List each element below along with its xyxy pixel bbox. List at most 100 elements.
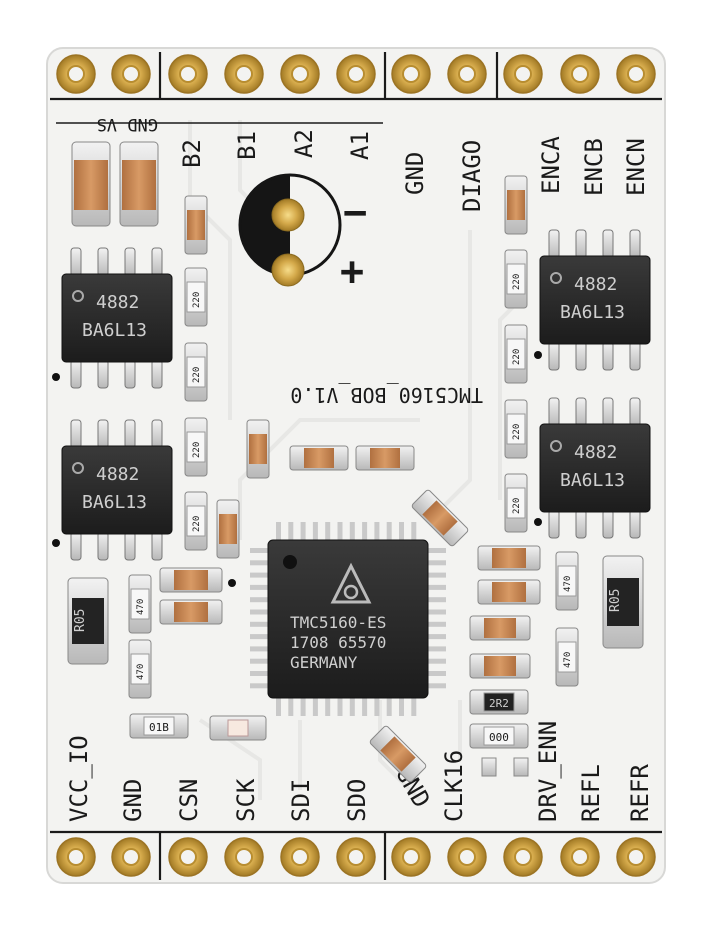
top-header-pad [280, 54, 320, 94]
smd-capacitor [469, 615, 531, 641]
smd-resistor: 220 [504, 249, 528, 309]
resistor-code: 01B [149, 721, 169, 734]
bottom-header-pad [616, 837, 656, 877]
bottom-header-pad [336, 837, 376, 877]
smd-resistor: 220 [504, 324, 528, 384]
smd-capacitor [184, 195, 208, 255]
top-label-gnd: GND [401, 152, 429, 195]
plus-symbol: + [340, 249, 364, 295]
smd-resistor: 220 [184, 417, 208, 477]
smd-capacitor [411, 489, 469, 547]
sense-r-left-code: R05 [73, 609, 88, 632]
smd-capacitor [246, 419, 270, 479]
resistor-code: 220 [512, 424, 522, 440]
smd-resistor: 470 [555, 627, 579, 687]
top-header-pad [560, 54, 600, 94]
smd-resistor: 220 [504, 473, 528, 533]
smd-resistor: 220 [184, 491, 208, 551]
test-pad [481, 757, 497, 777]
minus-symbol: − [343, 190, 367, 236]
top-header-pad [168, 54, 208, 94]
bottom-label-refr: REFR [626, 764, 654, 822]
mosfet-marking-line2: BA6L13 [82, 492, 147, 513]
top-header-pad [391, 54, 431, 94]
top-header-pad [224, 54, 264, 94]
smd-resistor: 000 [469, 723, 529, 749]
mosfet-marking-line2: BA6L13 [560, 470, 625, 491]
smd-capacitor [477, 545, 541, 571]
mosfet-marking-line1: 4882 [574, 442, 617, 463]
top-header-pad [616, 54, 656, 94]
mosfet-marking-line2: BA6L13 [82, 320, 147, 341]
resistor-code: 220 [192, 367, 202, 383]
bottom-header-pad [560, 837, 600, 877]
resistor-code: 470 [136, 599, 146, 615]
bottom-header-pad [391, 837, 431, 877]
resistor-code: 220 [192, 292, 202, 308]
resistor-code: 220 [512, 274, 522, 290]
bottom-label-sck: SCK [232, 778, 260, 822]
smd-components: 220 220 220 220 220 220 220 220 470 470 470 470 2R2 0… [128, 175, 579, 783]
resistor-code: 000 [489, 731, 509, 744]
mosfet-marking-line1: 4882 [574, 274, 617, 295]
smd-capacitor [159, 567, 223, 593]
top-label-encb: ENCB [580, 138, 608, 196]
test-pad [513, 757, 529, 777]
top-header-pad [111, 54, 151, 94]
smd-resistor: 220 [504, 399, 528, 459]
top-label-enca: ENCA [537, 136, 565, 194]
smd-resistor: 470 [128, 574, 152, 634]
smd-resistor: 2R2 [469, 689, 529, 715]
sense-resistors: R05 R05 [67, 555, 644, 665]
smd-capacitor [504, 175, 528, 235]
smd-capacitor [159, 599, 223, 625]
resistor-code: 2R2 [489, 697, 509, 710]
bottom-header-pad [111, 837, 151, 877]
resistor-code: 470 [563, 576, 573, 592]
resistor-code: 220 [192, 516, 202, 532]
bulk-capacitors [71, 141, 159, 227]
top-label-a1: A1 [346, 131, 374, 160]
mosfet-marking-line1: 4882 [96, 292, 139, 313]
smd-capacitor [355, 445, 415, 471]
smd-led [209, 715, 267, 741]
smd-capacitor [477, 579, 541, 605]
bottom-header-pad [224, 837, 264, 877]
header-silk-lines [50, 52, 662, 880]
top-label-b1: B1 [233, 131, 261, 160]
gnd-vs-label: GND VS [97, 114, 158, 134]
smd-resistor: 470 [128, 639, 152, 699]
top-label-diago: DIAGO [458, 140, 486, 212]
mosfet-marking-line2: BA6L13 [560, 302, 625, 323]
pin1-dots [52, 351, 542, 587]
bottom-header-pad [447, 837, 487, 877]
bottom-header-pad [503, 837, 543, 877]
smd-resistor: 220 [184, 342, 208, 402]
top-header-pad [447, 54, 487, 94]
header-pads [56, 54, 656, 877]
resistor-code: 470 [136, 664, 146, 680]
bottom-label-sdo: SDO [343, 779, 371, 822]
bottom-header-pad [168, 837, 208, 877]
top-label-b2: B2 [178, 139, 206, 168]
polarity-mark: − + [238, 173, 367, 295]
resistor-code: 220 [512, 349, 522, 365]
trinamic-logo-icon [330, 562, 372, 604]
smd-capacitor [216, 499, 240, 559]
ic-marking-line1: TMC5160-ES [290, 613, 386, 632]
bottom-label-drv-enn: DRV_ENN [534, 721, 562, 822]
top-label-a2: A2 [290, 129, 318, 158]
ic-marking-line3: GERMANY [290, 653, 358, 672]
board-version-label: TMC5160_BOB_V1.0 [290, 383, 483, 407]
smd-capacitor [369, 725, 427, 783]
driver-ic: TMC5160-ES 1708 65570 GERMANY [250, 522, 446, 716]
resistor-code: 470 [563, 652, 573, 668]
resistor-code: 220 [192, 442, 202, 458]
smd-capacitor [289, 445, 349, 471]
bottom-label-vcc-io: VCC_IO [65, 735, 93, 822]
